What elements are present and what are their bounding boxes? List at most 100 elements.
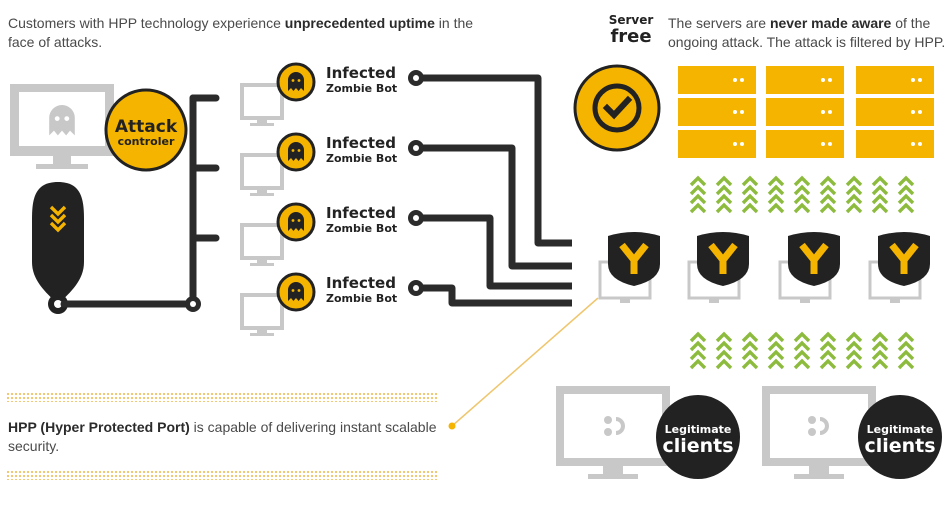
client-icon [808, 416, 829, 436]
up-arrow-icon [769, 334, 783, 350]
client-label-line1: Legitimate [867, 423, 934, 436]
attack-label-line1: Attack [115, 117, 178, 137]
client-label-line2: clients [864, 435, 935, 457]
up-arrow-icon [821, 352, 835, 368]
ghost-icon [288, 142, 304, 161]
hpp-connector [448, 297, 599, 430]
ghost-icon [288, 212, 304, 231]
up-arrow-icon [899, 352, 913, 368]
server-desc-bold: never made aware [769, 15, 892, 31]
ghost-icon [288, 72, 304, 91]
client-label-line2: clients [662, 435, 733, 457]
y-shield-icon [608, 232, 660, 286]
server-desc-part: The servers are [668, 15, 770, 31]
up-arrow-icon [821, 178, 835, 194]
hpp-port [687, 232, 749, 303]
up-arrow-icon [717, 352, 731, 368]
bot-label-line2: Zombie Bot [326, 222, 398, 235]
up-arrow-icon [769, 178, 783, 194]
intro-text: Customers with HPP technology experience… [8, 14, 478, 52]
green-arrows-lower [691, 334, 913, 368]
y-shield-icon [878, 232, 930, 286]
hpp-description: HPP (Hyper Protected Port) is capable of… [8, 418, 458, 456]
up-arrow-icon [743, 352, 757, 368]
client-icon [604, 416, 625, 436]
green-arrows-upper [691, 178, 913, 212]
client-badge: Legitimate clients [656, 395, 740, 479]
up-arrow-icon [717, 196, 731, 212]
ghost-icon [288, 282, 304, 301]
up-arrow-icon [795, 178, 809, 194]
up-arrow-icon [795, 334, 809, 350]
up-arrow-icon [821, 334, 835, 350]
bot-computers [240, 83, 284, 336]
up-arrow-icon [717, 334, 731, 350]
up-arrow-icon [769, 196, 783, 212]
client-label-line1: Legitimate [665, 423, 732, 436]
up-arrow-icon [899, 334, 913, 350]
intro-text-part: in the face of attacks. [8, 15, 474, 50]
up-arrow-icon [873, 196, 887, 212]
server-leds [733, 78, 922, 146]
hpp-ports [598, 232, 930, 303]
up-arrow-icon [821, 196, 835, 212]
up-arrow-icon [743, 196, 757, 212]
bot-label-line1: Infected [326, 64, 396, 82]
up-arrow-icon [847, 196, 861, 212]
up-arrow-icon [873, 178, 887, 194]
checkmark-icon [602, 95, 633, 120]
server-free-badge [573, 64, 661, 152]
attack-origin-device [32, 182, 84, 314]
intro-text-part: Customers with HPP technology experience [8, 15, 285, 31]
controller-cables [60, 94, 220, 308]
server-free-line2: free [610, 26, 652, 47]
up-arrow-icon [795, 196, 809, 212]
hpp-port [598, 232, 660, 303]
up-arrow-icon [847, 334, 861, 350]
intro-text-bold: unprecedented uptime [284, 15, 435, 31]
hpp-port [868, 232, 930, 303]
hpp-text-bold: HPP (Hyper Protected Port) [8, 419, 190, 435]
bot-cables [416, 74, 572, 307]
up-arrow-icon [691, 178, 705, 194]
bot-label-line2: Zombie Bot [326, 82, 398, 95]
bot-label-line2: Zombie Bot [326, 152, 398, 165]
y-shield-icon [697, 232, 749, 286]
client-computer [762, 386, 876, 479]
dotted-divider [6, 470, 438, 480]
hpp-port [778, 232, 840, 303]
up-arrow-icon [743, 334, 757, 350]
bot-label-line1: Infected [326, 204, 396, 222]
server-description: The servers are never made aware of the … [668, 14, 950, 52]
up-arrow-icon [847, 178, 861, 194]
bot-label: Infected Zombie Bot [326, 276, 398, 305]
up-arrow-icon [691, 334, 705, 350]
bot-computer [240, 293, 284, 336]
hpp-text-part: is capable of delivering instant scalabl… [8, 419, 437, 454]
bot-label-line2: Zombie Bot [326, 292, 398, 305]
up-arrow-icon [873, 352, 887, 368]
bot-label: Infected Zombie Bot [326, 136, 398, 165]
up-arrow-icon [743, 178, 757, 194]
client-computer [556, 386, 670, 479]
server-free-line1: Server [608, 13, 654, 27]
up-arrow-icon [847, 352, 861, 368]
attacker-computer [10, 84, 114, 169]
dotted-divider [6, 392, 438, 402]
up-arrow-icon [691, 196, 705, 212]
bot-computer [240, 223, 284, 266]
bot-computer [240, 83, 284, 126]
server-free-label: Server free [608, 14, 654, 46]
attack-label-line2: controler [118, 135, 175, 148]
attack-controller-badge: Attack controler [104, 88, 188, 172]
up-arrow-icon [795, 352, 809, 368]
bot-label: Infected Zombie Bot [326, 64, 398, 95]
server-rack [678, 66, 934, 158]
up-arrow-icon [899, 178, 913, 194]
y-shield-icon [788, 232, 840, 286]
up-arrow-icon [873, 334, 887, 350]
bot-badges [276, 62, 316, 312]
up-arrow-icon [769, 352, 783, 368]
up-arrow-icon [717, 178, 731, 194]
